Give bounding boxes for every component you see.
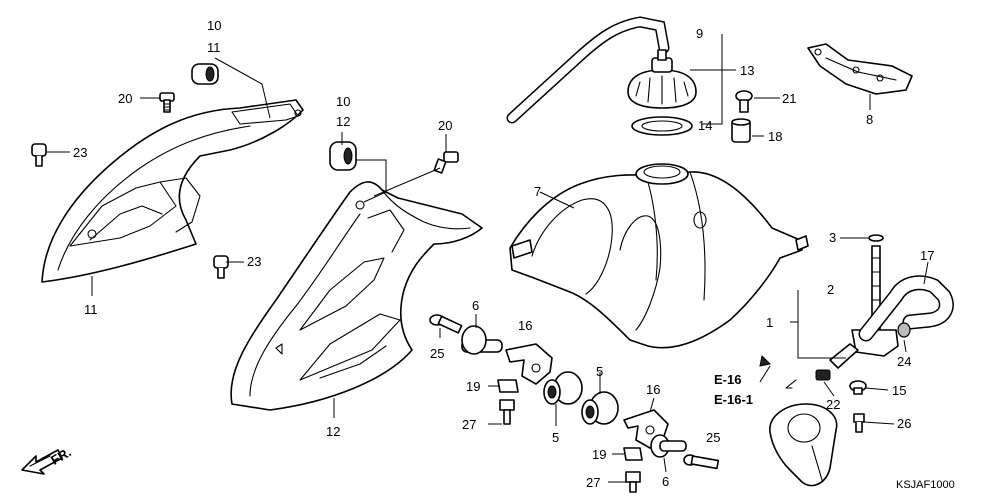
callout-12: 12 [326, 424, 340, 439]
callout-2: 2 [827, 282, 834, 297]
fuel-tank [509, 163, 809, 349]
bolt-20-right [433, 151, 459, 174]
leader-lines [46, 34, 929, 483]
cushion-5-right [581, 391, 619, 425]
callout-27: 27 [462, 417, 476, 432]
nut-19-right [623, 447, 643, 461]
callout-5: 5 [552, 430, 559, 445]
fuel-strainer [769, 403, 838, 487]
callout-12: 12 [336, 114, 350, 129]
reference-e16-1: E-16-1 [714, 392, 753, 407]
nut-19-left [497, 379, 519, 393]
callout-8: 8 [866, 112, 873, 127]
callout-21: 21 [782, 91, 796, 106]
callout-26: 26 [897, 416, 911, 431]
callout-6: 6 [662, 474, 669, 489]
bolt-26 [853, 413, 865, 433]
callout-11: 11 [207, 40, 221, 55]
callout-10: 10 [207, 18, 221, 33]
callout-23: 23 [73, 145, 87, 160]
collar-18 [731, 118, 751, 143]
cap-gasket [631, 116, 693, 136]
callout-14: 14 [698, 118, 712, 133]
front-arrow-icon [21, 449, 63, 475]
cushion-5-left [543, 371, 583, 405]
callout-7: 7 [534, 184, 541, 199]
callout-18: 18 [768, 129, 782, 144]
bolt-20-left [159, 92, 175, 113]
washer-3 [868, 234, 884, 242]
callout-23: 23 [247, 254, 261, 269]
callout-13: 13 [740, 63, 754, 78]
collar-6-upper [461, 325, 503, 355]
callout-16: 16 [518, 318, 532, 333]
callout-27: 27 [586, 475, 600, 490]
callout-19: 19 [592, 447, 606, 462]
callout-10: 10 [336, 94, 350, 109]
callout-22: 22 [826, 397, 840, 412]
callout-5: 5 [596, 364, 603, 379]
callout-24: 24 [897, 354, 911, 369]
callout-15: 15 [892, 383, 906, 398]
screw-23-left [31, 143, 47, 167]
reference-e16: E-16 [714, 372, 741, 387]
figure-code: KSJAF1000 [896, 479, 955, 491]
callout-1: 1 [766, 315, 773, 330]
bolt-15 [849, 380, 867, 395]
bracket-8 [807, 43, 913, 95]
clip-24 [897, 322, 911, 338]
bolt-27-left [499, 399, 515, 425]
bolt-27-right [625, 471, 641, 493]
callout-11: 11 [84, 302, 98, 317]
screw-23-right [213, 255, 229, 279]
bolt-21 [735, 90, 753, 113]
left-shroud [41, 99, 304, 283]
bracket-16-upper [505, 343, 553, 385]
callout-20: 20 [438, 118, 452, 133]
fuel-cap [627, 49, 697, 109]
grommet-upper-right [329, 141, 357, 171]
callout-17: 17 [920, 248, 934, 263]
callout-19: 19 [466, 379, 480, 394]
callout-25: 25 [430, 346, 444, 361]
callout-9: 9 [696, 26, 703, 41]
callout-20: 20 [118, 91, 132, 106]
bolt-25-lower [683, 454, 720, 470]
callout-6: 6 [472, 298, 479, 313]
callout-3: 3 [829, 230, 836, 245]
callout-25: 25 [706, 430, 720, 445]
bolt-25-upper [429, 314, 463, 334]
callout-16: 16 [646, 382, 660, 397]
callout-labels: 10 11 20 23 11 10 12 20 23 12 9 13 21 14… [73, 18, 934, 490]
collar-6-lower [650, 434, 687, 458]
fuel-hose-17 [858, 275, 954, 342]
right-shroud [230, 181, 483, 411]
reference-arrow [759, 354, 797, 389]
breather-hose [506, 16, 670, 124]
grommet-upper-left [191, 63, 219, 85]
